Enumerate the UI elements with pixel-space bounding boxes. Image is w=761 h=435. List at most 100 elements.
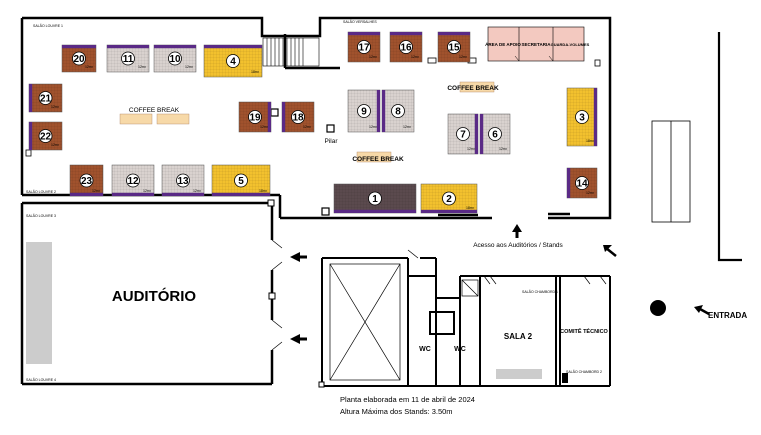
stand-21-area: 12m² [51, 105, 60, 109]
auditorium-doors [271, 239, 283, 351]
support-rooms [487, 26, 585, 62]
area-chambord-2: SALÃO CHAMBORD 2 [566, 369, 602, 374]
room-auditorio: AUDITÓRIO [112, 287, 196, 305]
stand-12: 12 12m² [111, 164, 155, 197]
stand-7-area: 12m² [467, 147, 476, 151]
staircase [262, 37, 320, 67]
room-wc-1: WC [419, 346, 431, 353]
coffee-break-label-3: COFFEE BREAK [352, 156, 404, 163]
stand-11-area: 12m² [138, 65, 147, 69]
stand-21-badge [38, 91, 53, 105]
stand-15-area: 12m² [459, 55, 468, 59]
stand-9-wall [376, 90, 380, 132]
stand-16-number: 16 [400, 43, 412, 54]
area-chambord-1: SALÃO CHAMBORD 1 [522, 289, 558, 294]
area-louvre-1: SALÃO LOUVRE 1 [33, 23, 63, 28]
stand-17-number: 17 [358, 43, 370, 54]
room-guarda-volumes: GUARDA-VOLUMES [551, 42, 590, 47]
stand-2-badge [442, 191, 456, 206]
stand-12-number: 12 [127, 176, 139, 187]
pillar-main [326, 124, 335, 133]
stand-23-badge [79, 173, 94, 188]
stand-3-number: 3 [579, 113, 585, 124]
acesso-arrow-icon [512, 224, 522, 238]
stand-8: 8 12m² [381, 89, 415, 133]
stand-19-area: 12m² [260, 125, 269, 129]
area-louvre-4: SALÃO LOUVRE 4 [26, 377, 56, 382]
stand-3-area: 18m² [586, 139, 595, 143]
stand-9-area: 12m² [369, 125, 378, 129]
stand-22-badge [38, 129, 53, 143]
stand-11-wall [107, 45, 149, 49]
room-comite: COMITÊ TÉCNICO [560, 327, 608, 335]
stand-14-wall [567, 168, 571, 198]
stand-11-badge [121, 51, 135, 66]
pillar-stand-1 [321, 207, 330, 216]
pilar-label: Pilar [324, 138, 338, 145]
stand-11: 11 12m² [106, 44, 150, 73]
area-louvre-2: SALÃO LOUVRE 2 [26, 189, 56, 194]
stand-3-wall [593, 88, 597, 146]
coffee-break-label-1: COFFEE BREAK [129, 107, 180, 114]
stand-4-wall [204, 45, 262, 49]
stand-16-area: 12m² [411, 55, 420, 59]
entrada-arrow-icon [694, 305, 710, 316]
stand-8-area: 12m² [403, 125, 412, 129]
stand-8-number: 8 [395, 107, 401, 118]
stand-6-badge [488, 127, 502, 141]
stand-3: 3 18m² [566, 87, 598, 147]
stand-15-number: 15 [448, 43, 460, 54]
stand-11-number: 11 [123, 54, 134, 65]
stand-20-area: 12m² [85, 65, 94, 69]
stand-6-wall [480, 114, 484, 154]
stand-16-badge [399, 40, 413, 54]
stand-14-badge [575, 176, 589, 190]
stand-7-badge [456, 127, 470, 141]
entrance-structure [651, 32, 742, 262]
stand-4-badge [226, 54, 240, 68]
stand-20-number: 20 [73, 54, 85, 65]
lower-pillar [318, 381, 325, 388]
stand-10-badge [168, 51, 182, 66]
stand-5-number: 5 [238, 176, 244, 187]
stand-21-wall [29, 84, 33, 112]
stand-1-number: 1 [372, 194, 378, 205]
stand-5-badge [234, 173, 248, 188]
area-versalhes: SALÃO VERSALHES [343, 19, 377, 24]
stand-8-wall [382, 90, 386, 132]
stand-17-wall [348, 32, 380, 36]
stand-12-area: 12m² [143, 189, 152, 193]
coffee-break-label-2: COFFEE BREAK [447, 85, 499, 92]
stand-19-badge [248, 110, 262, 124]
stand-3-badge [575, 110, 589, 124]
stand-14-area: 12m² [586, 191, 595, 195]
stand-15-badge [447, 40, 461, 54]
stand-19-wall [267, 102, 271, 132]
stand-20-wall [62, 45, 96, 49]
stand-13-area: 12m² [193, 189, 202, 193]
stand-1: 1 [333, 183, 417, 214]
stand-5-wall [212, 192, 270, 196]
altura-maxima: Altura Máxima dos Stands: 3.50m [340, 407, 453, 416]
stand-20-badge [72, 51, 86, 66]
stand-23-wall [70, 192, 103, 196]
fitting-1 [427, 57, 437, 64]
stand-15-wall [438, 32, 470, 36]
planta-date: Planta elaborada em 11 de abril de 2024 [340, 395, 475, 404]
stand-6-number: 6 [492, 130, 498, 141]
lower-doors [407, 249, 607, 285]
service-block [321, 257, 611, 387]
coffee-counters [119, 81, 495, 163]
stand-10-number: 10 [169, 54, 181, 65]
